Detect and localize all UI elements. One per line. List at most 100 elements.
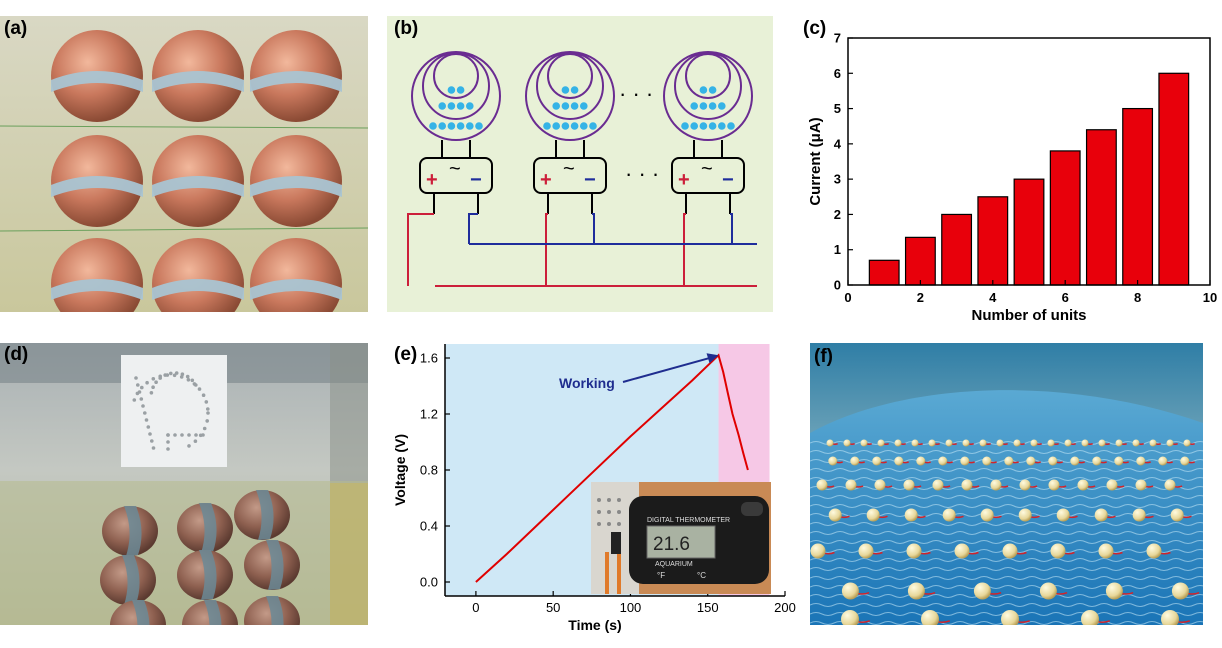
wave-line bbox=[810, 468, 1203, 472]
charge-bead bbox=[438, 102, 446, 110]
panel-d-photo bbox=[0, 343, 368, 625]
charge-bead bbox=[580, 122, 588, 130]
bar-units-8 bbox=[1122, 107, 1154, 286]
charge-bead bbox=[429, 122, 437, 130]
charge-bead bbox=[466, 102, 474, 110]
buoy bbox=[911, 439, 919, 447]
bar-units-9 bbox=[1158, 72, 1190, 286]
inner-shell bbox=[685, 53, 731, 99]
wave-line bbox=[810, 522, 1203, 526]
sphere-band bbox=[51, 71, 143, 92]
x-tick-label: 2 bbox=[917, 290, 924, 305]
plus-sign: + bbox=[426, 169, 438, 191]
buoy bbox=[1136, 456, 1146, 466]
y-tick-label: 0.8 bbox=[420, 463, 438, 478]
y-axis-label: Voltage (V) bbox=[392, 434, 408, 506]
wave-line bbox=[810, 495, 1203, 499]
led-sign-paper bbox=[121, 355, 227, 467]
wave-line bbox=[810, 540, 1203, 544]
copper-sphere bbox=[51, 238, 143, 312]
negative-lead bbox=[730, 213, 733, 244]
led-dot bbox=[141, 404, 145, 408]
y-tick-label: 0.0 bbox=[420, 575, 438, 590]
charge-bead bbox=[552, 102, 560, 110]
bar-units-4 bbox=[977, 196, 1009, 286]
minus-sign: − bbox=[722, 169, 734, 191]
led-dot bbox=[186, 378, 191, 382]
buoy bbox=[1132, 508, 1146, 522]
led-dot bbox=[201, 393, 206, 397]
buoy bbox=[1013, 439, 1021, 447]
sphere-band bbox=[266, 596, 284, 625]
led-dot bbox=[180, 433, 184, 437]
y-tick-label: 4 bbox=[834, 136, 842, 151]
wave-line bbox=[810, 594, 1203, 598]
led-dot bbox=[179, 375, 184, 379]
ocean-buoy-array-rendering bbox=[810, 343, 1203, 625]
thermometer-model: AQUARIUM bbox=[655, 561, 693, 568]
led-dot bbox=[149, 391, 154, 395]
charge-bead bbox=[681, 122, 689, 130]
sphere-band bbox=[266, 540, 284, 590]
buoy bbox=[973, 582, 991, 600]
generator-unit: +−~ bbox=[525, 51, 615, 286]
bar-units-2 bbox=[904, 236, 936, 286]
charge-bead bbox=[456, 122, 465, 130]
buoy bbox=[960, 456, 970, 466]
panel-b-label: (b) bbox=[394, 18, 419, 39]
x-tick-label: 4 bbox=[989, 290, 997, 305]
ac-symbol: ~ bbox=[701, 158, 713, 180]
bar-units-1 bbox=[868, 259, 900, 286]
buoy bbox=[979, 439, 987, 447]
led-dot bbox=[146, 425, 151, 429]
annotation-arrowhead bbox=[706, 353, 719, 364]
buoy bbox=[932, 479, 944, 491]
y-tick-label: 1 bbox=[834, 242, 841, 257]
wave-line bbox=[810, 504, 1203, 508]
sphere-band bbox=[199, 503, 217, 553]
sphere-band bbox=[152, 279, 244, 300]
spartan-helmet-led-pattern bbox=[132, 371, 210, 451]
middle-shell bbox=[674, 52, 742, 120]
led-dot bbox=[187, 433, 191, 437]
minus-sign: − bbox=[470, 169, 482, 191]
buoy bbox=[1019, 479, 1031, 491]
led-dot bbox=[202, 426, 207, 431]
charge-bead bbox=[589, 122, 597, 130]
y-axis-label: Current (μA) bbox=[807, 117, 824, 205]
y-tick-label: 0.4 bbox=[420, 519, 438, 534]
positive-lead bbox=[407, 213, 434, 286]
buoy bbox=[877, 439, 885, 447]
buoy bbox=[1026, 456, 1036, 466]
buoy bbox=[1004, 456, 1014, 466]
led-dot bbox=[145, 380, 149, 385]
buoy bbox=[982, 456, 992, 466]
buoy bbox=[872, 456, 882, 466]
wave-line bbox=[810, 558, 1203, 562]
ac-symbol: ~ bbox=[449, 158, 461, 180]
charge-bead bbox=[718, 122, 726, 130]
buoy bbox=[990, 479, 1002, 491]
sphere-band bbox=[204, 600, 222, 625]
buoy bbox=[1105, 582, 1123, 600]
bar-units-3 bbox=[941, 213, 973, 286]
sphere-band bbox=[199, 550, 217, 600]
buoy bbox=[996, 439, 1004, 447]
buoy bbox=[1070, 456, 1080, 466]
wave-line bbox=[810, 603, 1203, 607]
charge-bead bbox=[561, 122, 570, 130]
buoy bbox=[903, 479, 915, 491]
buoy bbox=[1114, 456, 1124, 466]
voltage-series-line bbox=[475, 353, 749, 583]
buoy bbox=[906, 543, 922, 559]
charge-bead bbox=[552, 122, 560, 130]
wave-line bbox=[810, 576, 1203, 580]
panel-a-photo bbox=[0, 16, 368, 312]
buoy bbox=[1115, 439, 1123, 447]
positive-lead bbox=[683, 213, 686, 286]
buoy bbox=[980, 508, 994, 522]
panel-c-label: (c) bbox=[803, 18, 827, 39]
thermometer-reading: 21.6 bbox=[653, 534, 690, 555]
generator-unit: +−~ bbox=[663, 51, 753, 286]
